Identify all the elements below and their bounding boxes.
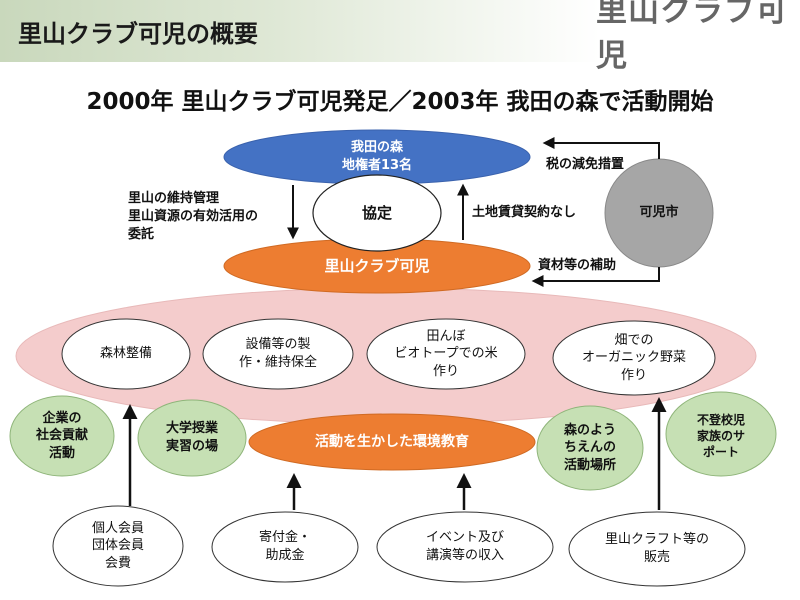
green-university bbox=[137, 399, 247, 477]
green-corporate bbox=[9, 395, 115, 477]
activity-rice bbox=[366, 318, 526, 390]
forest-label: 我田の森 地権者13名 bbox=[341, 140, 413, 173]
city-label: 可児市 bbox=[639, 205, 679, 221]
consign-label: 里山の維持管理 里山資源の有効活用の 委託 bbox=[128, 191, 259, 243]
income-crafts-label: 里山クラフト等の 販売 bbox=[604, 532, 709, 565]
green-university-label: 大学授業 実習の場 bbox=[165, 421, 218, 454]
header-bar: 里山クラブ可児の概要 里山クラブ可児 bbox=[0, 0, 800, 74]
club-label: 里山クラブ可児 bbox=[324, 256, 430, 275]
income-membership bbox=[52, 505, 184, 587]
lease-label: 土地賃貸契約なし bbox=[472, 205, 577, 220]
education-label: 活動を生かした環境教育 bbox=[315, 433, 469, 450]
agreement-node bbox=[312, 174, 442, 252]
activity-vegetable bbox=[552, 320, 716, 396]
income-events-label: イベント及び 講演等の収入 bbox=[425, 530, 504, 563]
activity-equipment bbox=[202, 318, 354, 390]
subsidy-label: 資材等の補助 bbox=[538, 258, 617, 273]
activity-equipment-label: 設備等の製 作・維持保全 bbox=[238, 337, 317, 370]
income-donation bbox=[211, 511, 359, 583]
activity-forest-label: 森林整備 bbox=[99, 346, 152, 362]
page-title: 里山クラブ可児の概要 bbox=[18, 20, 258, 48]
green-kindergarten-label: 森のよう ちえんの 活動場所 bbox=[563, 422, 616, 473]
education-node bbox=[248, 413, 536, 471]
income-events bbox=[376, 511, 554, 583]
arrow-subsidy bbox=[531, 267, 660, 287]
income-crafts bbox=[568, 511, 746, 587]
arrow-tax bbox=[542, 137, 660, 159]
green-support-label: 不登校児 家族のサ ポート bbox=[696, 412, 745, 460]
agreement-label: 協定 bbox=[361, 203, 392, 222]
logo-text: 里山クラブ可児 bbox=[596, 0, 788, 74]
income-donation-label: 寄付金・ 助成金 bbox=[258, 530, 311, 563]
green-kindergarten bbox=[536, 405, 644, 491]
green-corporate-label: 企業の 社会貢献 活動 bbox=[35, 410, 88, 461]
income-membership-label: 個人会員 団体会員 会費 bbox=[91, 520, 144, 571]
tax-label: 税の減免措置 bbox=[546, 157, 625, 172]
green-support bbox=[665, 391, 777, 477]
activity-rice-label: 田んぼ ビオトープでの米 作り bbox=[394, 328, 498, 379]
activity-vegetable-label: 畑での オーガニック野菜 作り bbox=[581, 332, 686, 383]
activity-forest bbox=[61, 318, 191, 390]
diagram-subtitle: 2000年 里山クラブ可児発足／2003年 我田の森で活動開始 bbox=[86, 89, 714, 115]
logo: 里山クラブ可児 bbox=[596, 0, 800, 74]
